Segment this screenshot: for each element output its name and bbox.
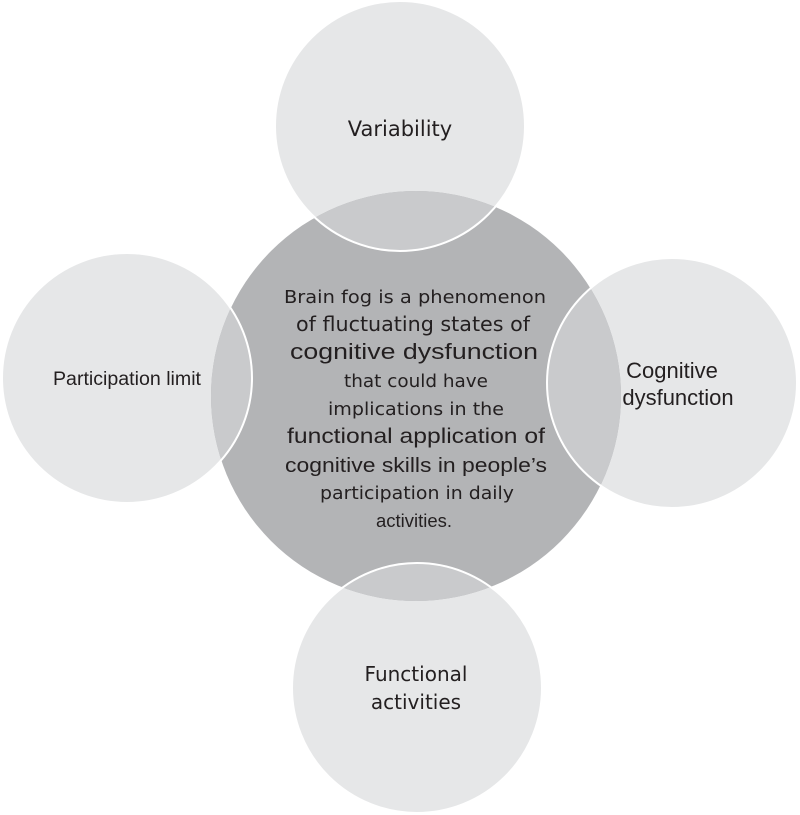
center-line-3: cognitive dysfunction bbox=[290, 339, 538, 364]
center-description: Brain fog is a phenomenon of fluctuating… bbox=[284, 287, 547, 531]
outline-bottom bbox=[291, 562, 543, 814]
center-line-5: implications in the bbox=[328, 399, 504, 420]
circle-top bbox=[275, 1, 525, 251]
center-line-9: activities. bbox=[376, 511, 452, 531]
circle-left bbox=[2, 253, 252, 503]
outline-left bbox=[1, 252, 253, 504]
center-line-6: functional application of bbox=[287, 425, 545, 448]
center-line-1: Brain fog is a phenomenon bbox=[284, 287, 546, 308]
label-variability: Variability bbox=[348, 117, 452, 141]
circle-center bbox=[211, 191, 621, 601]
label-functional-activities-line1: Functional bbox=[365, 662, 468, 686]
center-line-7: cognitive skills in people’s bbox=[285, 455, 547, 477]
center-line-2: of fluctuating states of bbox=[296, 312, 531, 336]
outline-top bbox=[274, 0, 526, 252]
center-line-8: participation in daily bbox=[320, 483, 514, 504]
label-participation-limit: Participation limit bbox=[53, 369, 202, 390]
outline-right bbox=[546, 257, 798, 509]
center-line-4: that could have bbox=[344, 371, 488, 392]
label-cognitive-dysfunction-line1: Cognitive bbox=[626, 358, 718, 383]
label-cognitive-dysfunction-line2: dysfunction bbox=[622, 385, 733, 410]
circle-bottom bbox=[292, 563, 542, 813]
label-functional-activities-line2: activities bbox=[371, 690, 461, 714]
